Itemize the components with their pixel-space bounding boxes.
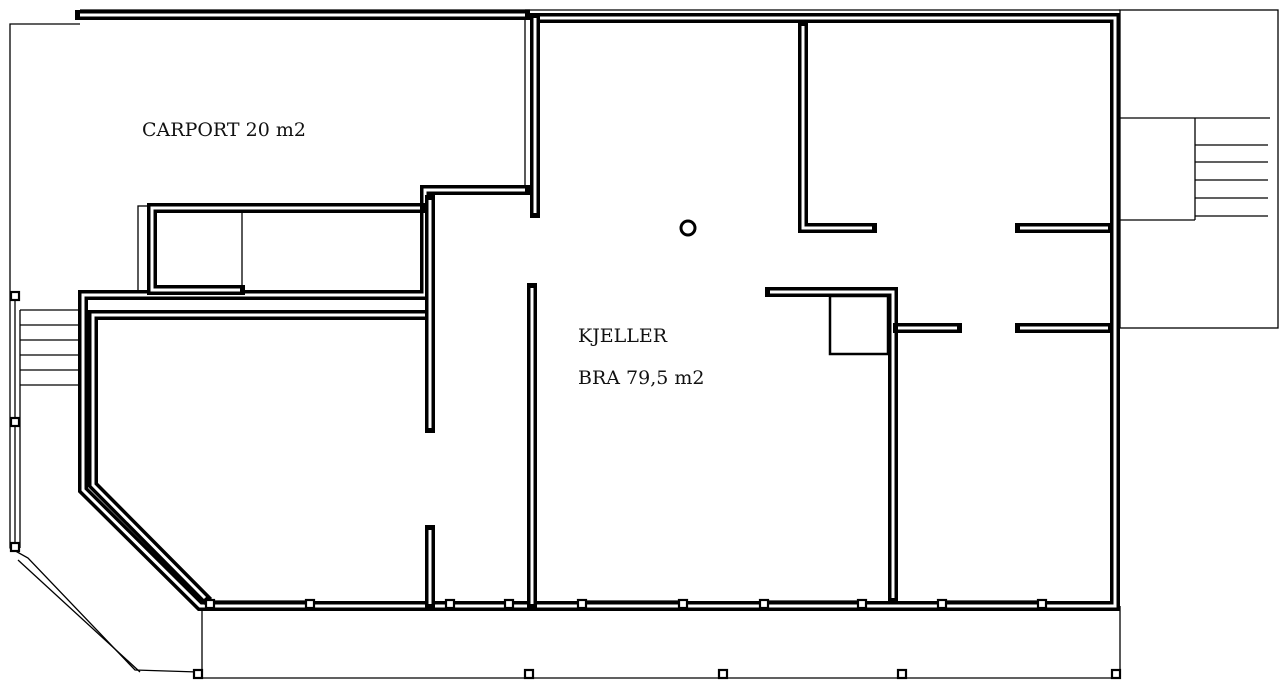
walls [75, 10, 1120, 611]
floor-drain-icon [679, 219, 697, 237]
post-icon [1036, 598, 1048, 610]
post-icon [192, 668, 204, 680]
center-room-wall [765, 287, 898, 603]
post-icon [1110, 668, 1122, 680]
left-stairs [20, 309, 78, 386]
post-icon [856, 598, 868, 610]
post-icon [304, 598, 316, 610]
right-annex [1119, 9, 1279, 329]
upper-room-wall [798, 21, 877, 233]
posts [9, 290, 1122, 680]
annex-outline [1119, 9, 1279, 329]
post-icon [677, 598, 689, 610]
basement-label: KJELLER [578, 325, 668, 347]
post-icon [444, 598, 456, 610]
post-icon [9, 541, 21, 553]
post-icon [936, 598, 948, 610]
post-icon [896, 668, 908, 680]
post-icon [523, 668, 535, 680]
post-icon [9, 290, 21, 302]
post-icon [717, 668, 729, 680]
storage-wall [147, 203, 425, 295]
carport-boundary [9, 23, 199, 673]
post-icon [204, 598, 216, 610]
post-icon [503, 598, 515, 610]
post-icon [758, 598, 770, 610]
chimney-box [828, 294, 890, 356]
post-icon [9, 416, 21, 428]
basement-area-label: BRA 79,5 m2 [578, 367, 704, 389]
post-icon [576, 598, 588, 610]
carport-label: CARPORT 20 m2 [142, 119, 306, 141]
carport-diagonal-line [17, 559, 141, 673]
